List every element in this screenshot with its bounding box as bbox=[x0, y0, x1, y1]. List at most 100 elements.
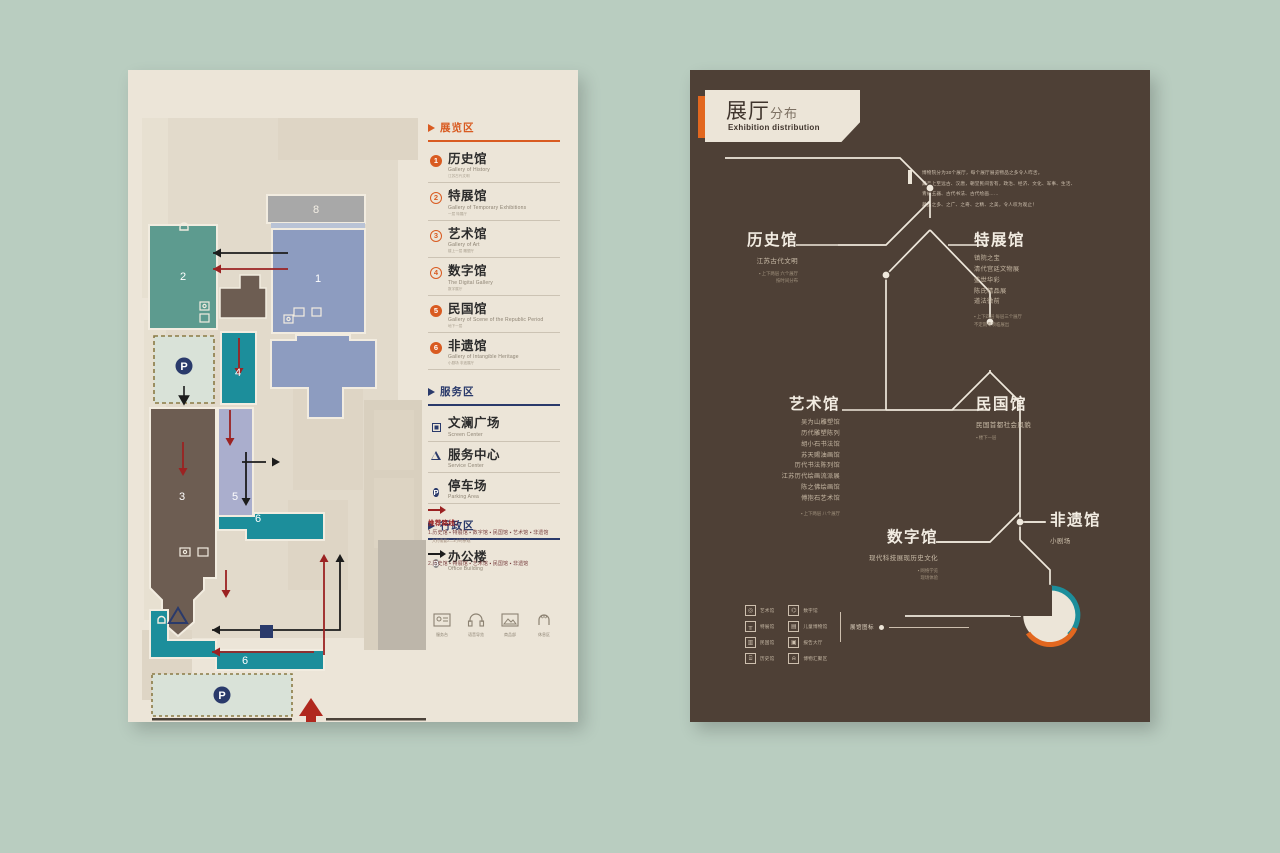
hall-exhibit-item: 陈氏精品展 bbox=[974, 287, 1007, 295]
hall-heritage[interactable]: 非遗馆 小剧场 bbox=[1050, 508, 1140, 545]
hall-exhibit-item: 历代书法陈列馆 bbox=[794, 462, 840, 470]
legend-item-en: The Digital Gallery bbox=[448, 279, 493, 286]
hall-exhibit-item: 历代雕塑陈列 bbox=[801, 429, 840, 437]
triangle-icon bbox=[430, 451, 442, 469]
facility-label: 语音导览 bbox=[468, 632, 484, 637]
legend-entry-republic[interactable]: ▥ 民国馆 bbox=[745, 637, 774, 648]
legend-number-badge: 5 bbox=[430, 304, 442, 317]
hall-exhibit-list: 吴为山雕塑馆 历代雕塑陈列 胡小石书法馆 苏天赐油画馆 历代书法陈列馆 江苏历代… bbox=[720, 418, 840, 505]
hall-name: 艺术馆 bbox=[788, 396, 840, 413]
facility-audio-guide[interactable]: 语音导览 bbox=[464, 610, 488, 638]
hall-note: ▪ 楼下一层 bbox=[976, 435, 997, 440]
restroom-icon bbox=[532, 610, 556, 630]
legend-item-sub: 小剧场 非遗展厅 bbox=[448, 361, 475, 366]
legend-entry-lecture[interactable]: ▣ 报告大厅 bbox=[788, 637, 827, 648]
art-gallery-icon: ◎ bbox=[745, 605, 756, 616]
legend-item-heritage[interactable]: 6 非遗馆 Gallery of Intangible Heritage 小剧场… bbox=[428, 336, 560, 371]
legend-item-en: Office Building bbox=[448, 565, 484, 572]
route-a-note: 大约需要2—3小时参观 bbox=[432, 538, 471, 543]
legend-item-plaza[interactable]: 文澜广场 Screen Center bbox=[428, 413, 560, 442]
legend-item-history[interactable]: 1 历史馆 Gallery of History 江苏古代文明 bbox=[428, 149, 560, 184]
svg-text:1: 1 bbox=[315, 273, 321, 285]
facility-info-desk[interactable]: 服务台 bbox=[430, 610, 454, 638]
hall-note: ▪ 网络学览 现场体验 bbox=[917, 568, 938, 581]
gift-shop-icon bbox=[498, 610, 522, 630]
legend-item-cn: 停车场 bbox=[448, 479, 488, 493]
right-poster-exhibition-distribution: 展厅分布 Exhibition distribution 博物院分为30个展厅，… bbox=[690, 70, 1150, 722]
hall-temporary[interactable]: 特展馆 镇院之宝 清代宫廷文物展 盛世华彩 陈氏精品展 道法微前 ▪ 上下四层 … bbox=[974, 228, 1094, 328]
legend-item-cn: 艺术馆 bbox=[448, 226, 488, 241]
hall-exhibit-item: 道法微前 bbox=[974, 298, 1000, 306]
intro-line-2: 藏品上至远古、汉唐，朝堂民间皆有，政治、经济、文化、军事、生活、 bbox=[922, 180, 1076, 186]
legend-column-left: ◎ 艺术馆 ╥ 特展馆 ▥ 民国馆 ⌸ 历史馆 bbox=[745, 605, 774, 664]
legend-entry-heritage[interactable]: ⍾ 博物汇聚区 bbox=[788, 653, 827, 664]
floor-map[interactable]: P P bbox=[128, 70, 428, 730]
map-legend: 展览区 1 历史馆 Gallery of History 江苏古代文明 2 特展… bbox=[428, 120, 560, 578]
legend-item-cn: 民国馆 bbox=[448, 301, 488, 316]
hall-exhibit-item: 傅抱石艺术馆 bbox=[801, 494, 840, 502]
legend-section-title: 服务区 bbox=[440, 386, 475, 399]
legend-entry-label: 报告大厅 bbox=[803, 639, 823, 645]
hall-art[interactable]: 艺术馆 吴为山雕塑馆 历代雕塑陈列 胡小石书法馆 苏天赐油画馆 历代书法陈列馆 … bbox=[720, 392, 840, 517]
museum-logo-icon bbox=[1010, 584, 1082, 647]
svg-text:4: 4 bbox=[235, 367, 241, 379]
poster-title-sub: 分布 bbox=[770, 106, 799, 121]
hall-republic[interactable]: 民国馆 民国首都社会风貌 ▪ 楼下一层 bbox=[976, 392, 1096, 441]
legend-section-header-service: 服务区 bbox=[428, 384, 560, 402]
svg-text:3: 3 bbox=[179, 491, 185, 503]
children-museum-icon: ▤ bbox=[788, 621, 800, 632]
route-arrow-red-icon bbox=[428, 506, 563, 514]
legend-number-badge: 3 bbox=[430, 229, 442, 242]
legend-entry-label: 博物汇聚区 bbox=[803, 655, 828, 661]
legend-item-parking[interactable]: P 停车场 Parking Area bbox=[428, 476, 560, 505]
svg-text:6: 6 bbox=[255, 513, 261, 525]
legend-item-cn: 特展馆 bbox=[448, 189, 488, 204]
legend-entry-special[interactable]: ╥ 特展馆 bbox=[745, 621, 774, 632]
legend-item-republic[interactable]: 5 民国馆 Gallery of Scene of the Republic P… bbox=[428, 299, 560, 333]
legend-entry-digital[interactable]: ⌬ 数字馆 bbox=[788, 605, 827, 616]
legend-divider bbox=[428, 404, 560, 407]
svg-text:P: P bbox=[180, 361, 187, 373]
hall-note: ▪ 上下四层 每层三个展厅 不定期专项临展出 bbox=[974, 314, 1022, 327]
left-poster-floor-map: P P bbox=[128, 70, 578, 730]
legend-item-en: Gallery of Intangible Heritage bbox=[448, 354, 519, 361]
intro-paragraph: 博物院分为30个展厅，每个展厅展览物品之多令人咋舌。 藏品上至远古、汉唐，朝堂民… bbox=[908, 168, 1098, 210]
legend-entry-art[interactable]: ◎ 艺术馆 bbox=[745, 605, 774, 616]
legend-item-digital[interactable]: 4 数字馆 The Digital Gallery 数字展厅 bbox=[428, 261, 560, 296]
hall-exhibit-item: 清代宫廷文物展 bbox=[974, 265, 1020, 273]
poster-title-cn: 展厅分布 bbox=[726, 95, 798, 125]
legend-section-header-admin: 行政区 bbox=[428, 518, 560, 536]
legend-item-sub: 地下一层 bbox=[448, 323, 463, 328]
svg-text:5: 5 bbox=[232, 491, 238, 503]
legend-item-office[interactable]: B 办公楼 Office Building bbox=[428, 547, 560, 574]
legend-item-temporary[interactable]: 2 特展馆 Gallery of Temporary Exhibitions 一… bbox=[428, 186, 560, 221]
triangle-marker-icon bbox=[428, 387, 435, 396]
facility-restroom[interactable]: 休息区 bbox=[532, 610, 556, 638]
facility-gift-shop[interactable]: 商品部 bbox=[498, 610, 522, 638]
recommended-routes: 推荐路线： 1.历史馆 ▪ 特展馆 ▪ 数字馆 ▪ 民国馆 ▪ 艺术馆 ▪ 非遗… bbox=[428, 506, 563, 568]
title-accent-bar bbox=[698, 96, 706, 138]
legend-entry-history[interactable]: ⌸ 历史馆 bbox=[745, 653, 774, 664]
legend-entry-children[interactable]: ▤ 儿童博物馆 bbox=[788, 621, 827, 632]
hall-digital[interactable]: 数字馆 现代科技展现历史文化 ▪ 网络学览 现场体验 bbox=[812, 525, 938, 582]
legend-item-cn: 非遗馆 bbox=[448, 338, 488, 353]
facility-label: 商品部 bbox=[504, 632, 516, 637]
facility-icon-strip: 服务台 语音导览 商品部 休息区 bbox=[430, 610, 556, 638]
route-a: 1.历史馆 ▪ 特展馆 ▪ 数字馆 ▪ 民国馆 ▪ 艺术馆 ▪ 非遗馆 bbox=[428, 530, 549, 536]
pointer-dot-icon bbox=[879, 624, 885, 630]
hall-exhibit-item: 盛世华彩 bbox=[974, 276, 1000, 284]
square-icon bbox=[430, 419, 442, 437]
hall-exhibit-list: 镇院之宝 清代宫廷文物展 盛世华彩 陈氏精品展 道法微前 bbox=[974, 254, 1094, 308]
legend-item-en: Screen Center bbox=[448, 431, 483, 438]
legend-item-service-center[interactable]: 服务中心 Service Center bbox=[428, 445, 560, 473]
hall-subtitle: 现代科技展现历史文化 bbox=[869, 555, 938, 562]
floor-map-svg: P P bbox=[128, 70, 428, 730]
legend-item-art[interactable]: 3 艺术馆 Gallery of Art 楼上一层 雕塑厅 bbox=[428, 224, 560, 259]
legend-number-badge: 2 bbox=[430, 192, 442, 205]
audio-guide-icon bbox=[464, 610, 488, 630]
hall-history[interactable]: 历史馆 江苏古代文明 ▪ 上下两层 六个展厅 按时间分布 bbox=[700, 228, 798, 285]
legend-entry-label: 民国馆 bbox=[760, 639, 775, 645]
hall-exhibit-item: 镇院之宝 bbox=[974, 255, 1000, 262]
legend-number-badge: 4 bbox=[430, 267, 442, 280]
facility-label: 服务台 bbox=[436, 632, 448, 637]
